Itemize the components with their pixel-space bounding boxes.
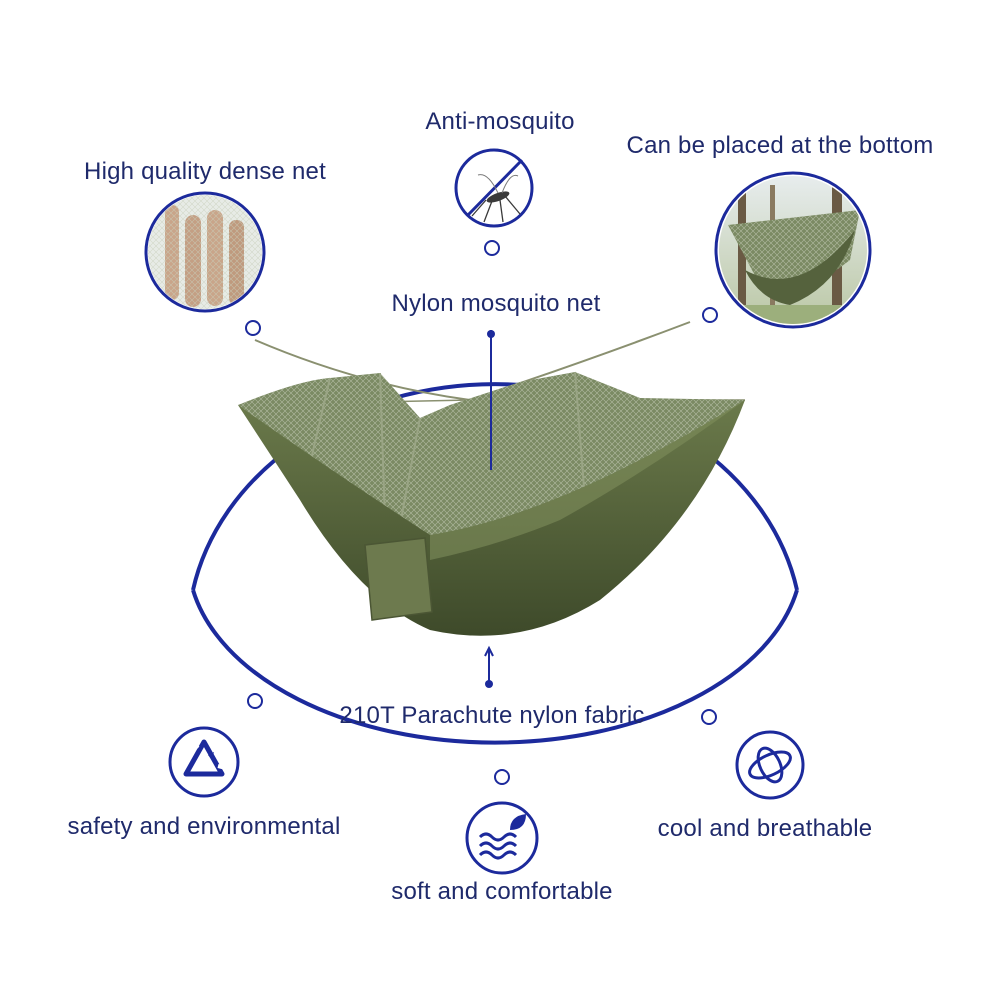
frame-ellipse <box>191 382 799 745</box>
label-parachute-fabric: 210T Parachute nylon fabric <box>339 702 645 729</box>
ellipse-nodes <box>245 240 718 785</box>
label-soft-comfortable: soft and comfortable <box>391 878 613 905</box>
water-wave-leaf-icon <box>465 801 539 875</box>
label-placed-bottom: Can be placed at the bottom <box>626 132 934 159</box>
hand-behind-net-photo <box>144 191 266 313</box>
pointer-net <box>487 330 495 470</box>
label-anti-mosquito: Anti-mosquito <box>425 108 575 135</box>
recycle-triangle-icon <box>168 726 240 798</box>
mosquito-prohibited-icon <box>454 148 534 228</box>
label-dense-net: High quality dense net <box>84 158 326 185</box>
pointer-fabric <box>484 645 494 688</box>
hammock-in-forest-photo <box>714 171 872 329</box>
air-flow-orbit-icon <box>735 730 805 800</box>
label-safety-environmental: safety and environmental <box>67 813 341 840</box>
label-nylon-net: Nylon mosquito net <box>391 290 601 317</box>
label-cool-breathable: cool and breathable <box>657 815 873 842</box>
